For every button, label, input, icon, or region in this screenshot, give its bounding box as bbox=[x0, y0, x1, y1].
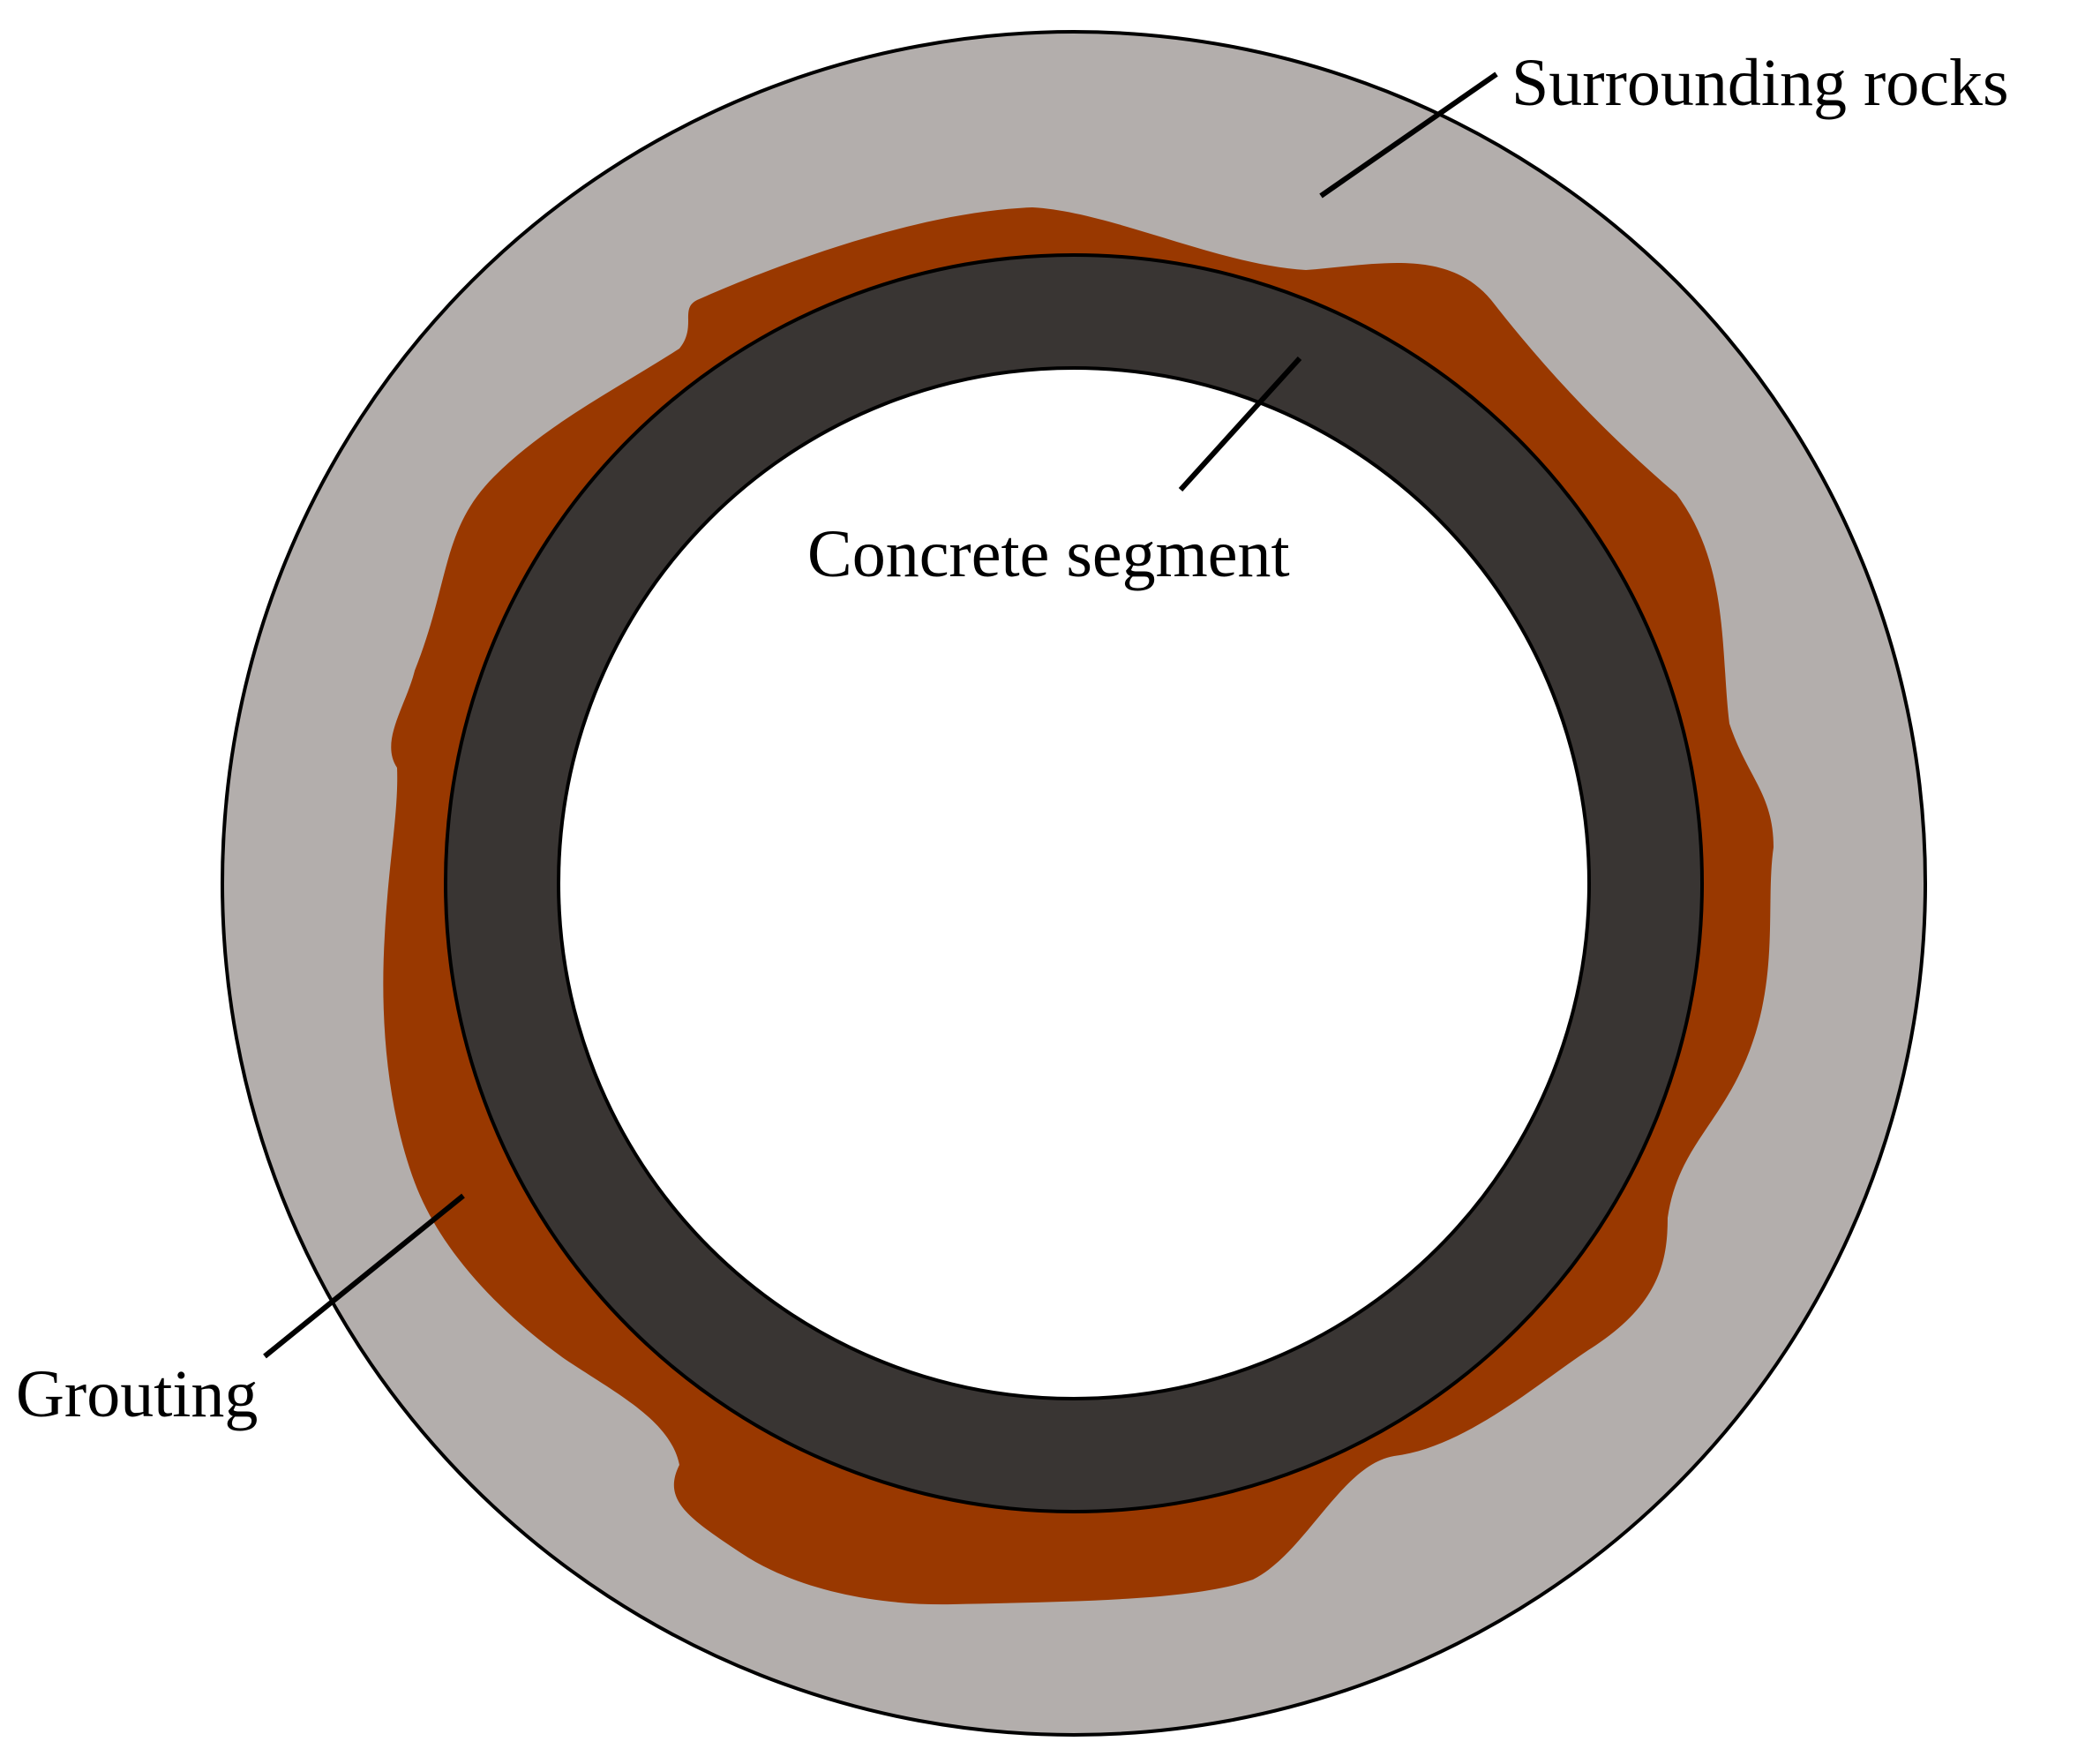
surrounding-rocks-leader-line bbox=[1319, 71, 1498, 199]
concrete-segment-leader-line bbox=[1178, 356, 1302, 492]
concrete-segment-label: Concrete segment bbox=[807, 517, 1290, 591]
grouting-leader-line bbox=[263, 1193, 465, 1359]
tunnel-interior bbox=[557, 366, 1591, 1400]
grouting-label: Grouting bbox=[16, 1357, 259, 1431]
surrounding-rocks-label: Surrounding rocks bbox=[1511, 46, 2009, 120]
